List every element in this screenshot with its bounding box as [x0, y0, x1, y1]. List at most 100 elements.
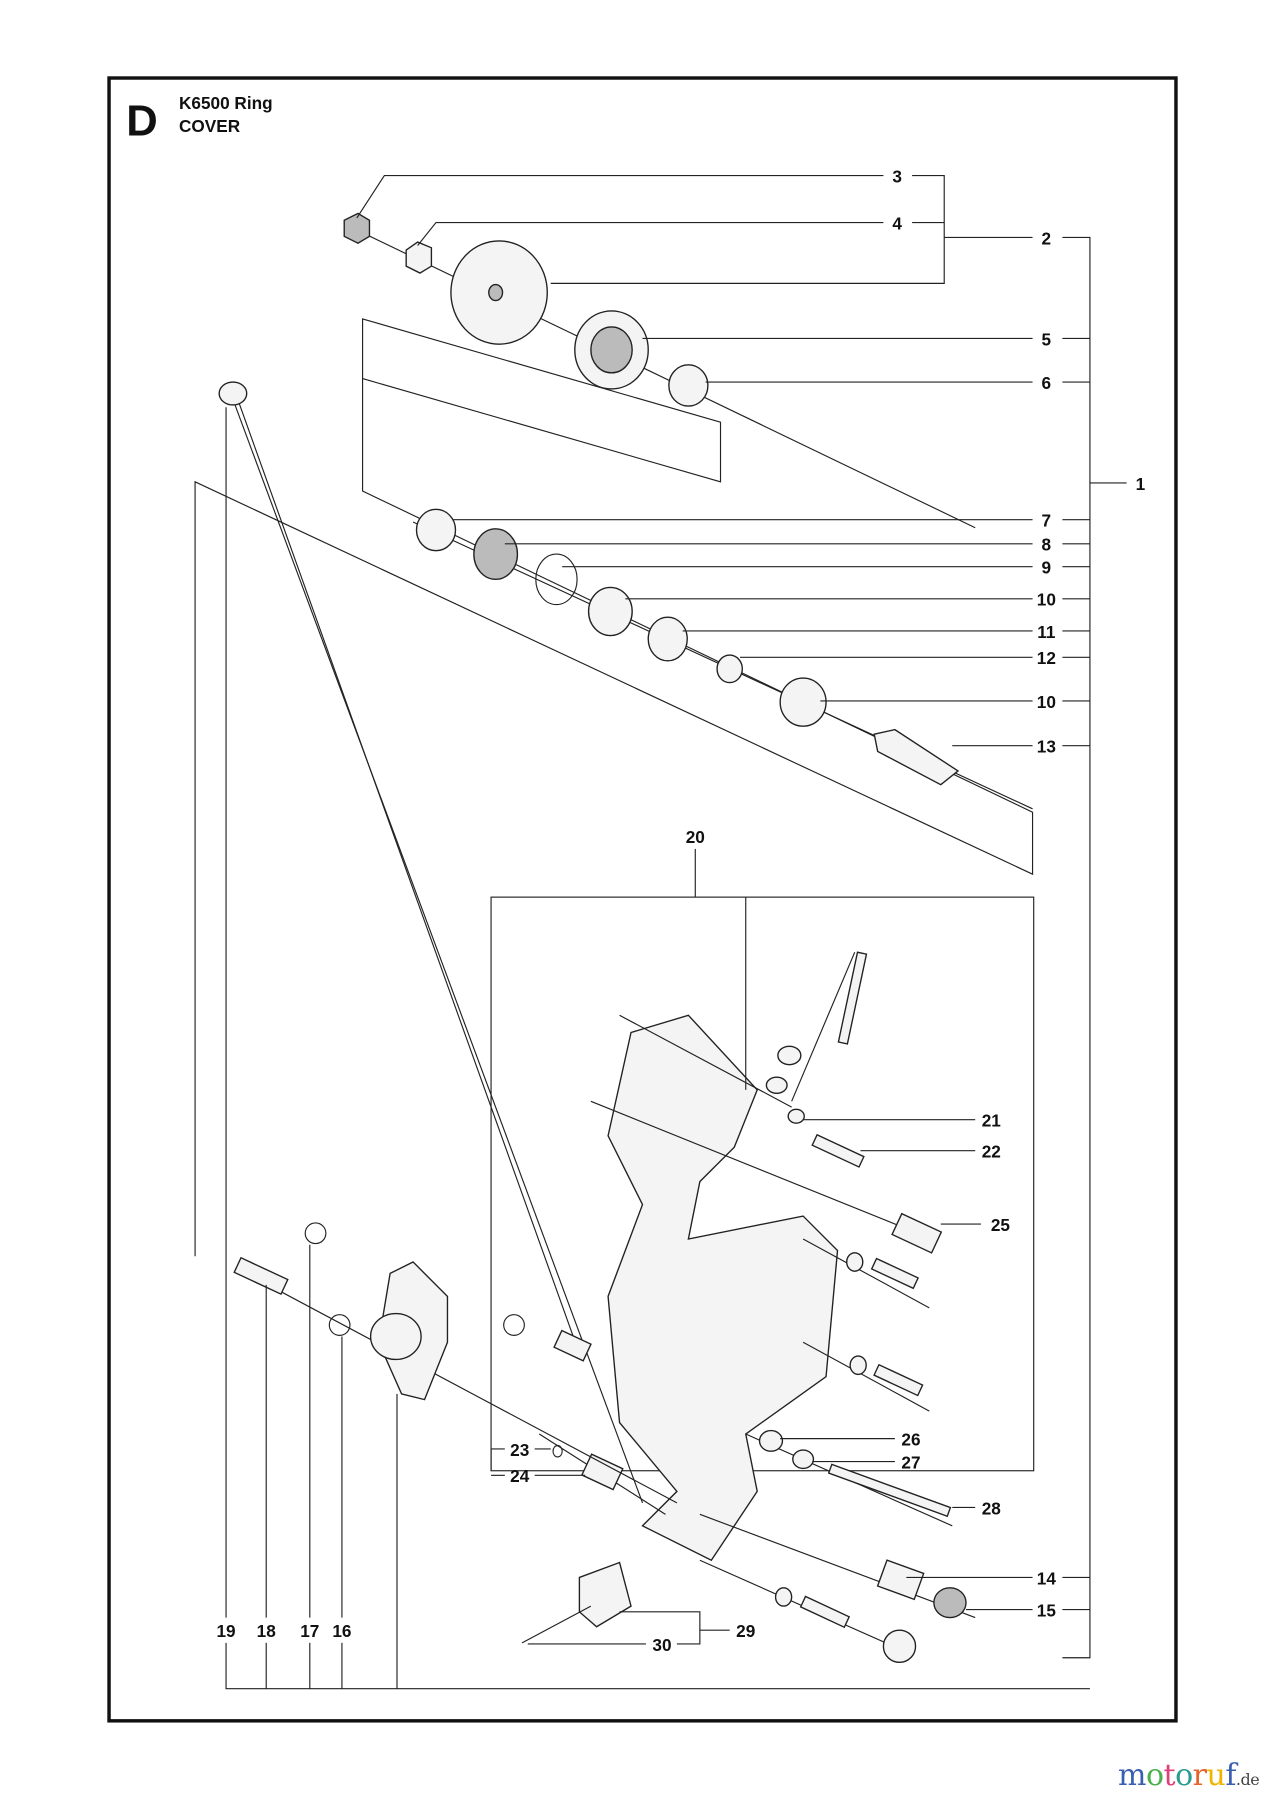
callout-14: 14 [1037, 1568, 1057, 1588]
screw-part [799, 1595, 851, 1629]
watermark-brand: motoruf [1118, 1758, 1236, 1793]
washer-part [774, 1587, 793, 1607]
watermark-logo: motoruf.de [1118, 1758, 1260, 1793]
bracket-ring [369, 1312, 422, 1361]
watermark-tld: .de [1235, 1770, 1260, 1789]
model-name: K6500 Ring [179, 93, 273, 113]
callout-22: 22 [982, 1142, 1001, 1162]
oring-part-17 [304, 1222, 327, 1245]
bolt-part-28 [827, 1463, 952, 1518]
oring-part-16 [328, 1314, 351, 1336]
axis-line [234, 392, 580, 1354]
sleeve-part [553, 1329, 592, 1362]
callout-10a: 10 [1037, 590, 1056, 610]
watermark-letter: o [1175, 1758, 1193, 1793]
bolt-part [837, 951, 868, 1045]
axis-line [802, 1238, 930, 1309]
callout-20: 20 [686, 827, 705, 847]
callout-4: 4 [892, 213, 902, 233]
assembly-outline-cover [490, 896, 1035, 1472]
callout-2: 2 [1042, 228, 1052, 248]
leader-lines [225, 174, 1127, 1690]
knob-part-15 [933, 1587, 967, 1619]
nut-part-14 [876, 1559, 925, 1601]
callout-15: 15 [1037, 1600, 1057, 1620]
axis-line [802, 1341, 930, 1412]
washer-part-6 [668, 364, 709, 407]
callout-12: 12 [1037, 648, 1056, 668]
callout-30: 30 [652, 1635, 671, 1655]
callout-27: 27 [901, 1452, 920, 1472]
bearing-inner [590, 326, 633, 374]
callout-29: 29 [736, 1621, 755, 1641]
pulley-hole [488, 283, 504, 302]
callout-24: 24 [510, 1466, 530, 1486]
screw-part [870, 1257, 920, 1290]
bearing-part-10 [587, 586, 633, 637]
axis-line [246, 1272, 678, 1504]
callout-7: 7 [1042, 511, 1052, 531]
diagram-frame [107, 76, 1178, 1723]
watermark-letter: r [1192, 1758, 1207, 1793]
bearing-part-10b [779, 677, 827, 727]
callout-28: 28 [982, 1498, 1002, 1518]
pin-part-19 [218, 381, 248, 406]
knob-part [882, 1629, 917, 1664]
washer-part [849, 1355, 867, 1376]
callout-18: 18 [257, 1621, 277, 1641]
callout-19: 19 [216, 1621, 235, 1641]
screw-part-22 [811, 1133, 865, 1168]
washer-part [765, 1076, 788, 1094]
callout-13: 13 [1037, 737, 1056, 757]
ring-part-11 [647, 616, 688, 662]
washer-part [777, 1045, 802, 1066]
callout-21: 21 [982, 1111, 1002, 1131]
nut-part-3 [343, 212, 371, 244]
callout-23: 23 [510, 1440, 529, 1460]
block-part-29 [578, 1561, 632, 1628]
axis-line [791, 951, 856, 1102]
callout-16: 16 [332, 1621, 351, 1641]
assembly-outline-shaft [194, 378, 1034, 1257]
callout-9: 9 [1042, 558, 1052, 578]
screw-part-18 [233, 1256, 289, 1296]
watermark-letter: f [1225, 1758, 1236, 1793]
nut-part-4 [405, 241, 433, 274]
seal-part-8 [473, 528, 519, 581]
callout-11: 11 [1037, 622, 1056, 642]
screw-part-25 [891, 1212, 943, 1254]
callout-1: 1 [1136, 474, 1146, 494]
callout-8: 8 [1042, 535, 1052, 555]
washer-part-26 [758, 1429, 784, 1452]
axis-line [228, 389, 644, 1504]
oring-part [503, 1314, 525, 1336]
sleeve-part-24 [580, 1453, 624, 1491]
shaft-part-13 [873, 728, 960, 786]
oring-part-23 [552, 1444, 563, 1458]
callout-6: 6 [1042, 373, 1052, 393]
callout-26: 26 [901, 1430, 920, 1450]
watermark-letter: m [1118, 1758, 1146, 1793]
callout-25: 25 [991, 1215, 1011, 1235]
screw-part-30 [521, 1605, 592, 1644]
callout-3: 3 [892, 166, 902, 186]
callout-17: 17 [300, 1621, 319, 1641]
ring-part-7 [415, 508, 457, 552]
spacer-part-12 [716, 654, 743, 684]
washer-part-27 [792, 1449, 815, 1470]
diagram-title: COVER [179, 116, 241, 136]
watermark-letter: u [1206, 1758, 1226, 1793]
watermark-letter: t [1163, 1758, 1176, 1793]
callout-10b: 10 [1037, 692, 1056, 712]
axis-line [699, 1513, 976, 1619]
section-letter: D [126, 97, 157, 145]
screw-part [873, 1363, 924, 1397]
washer-part-21 [787, 1108, 805, 1124]
circlip-part-9 [535, 553, 578, 606]
axis-line [619, 1014, 792, 1108]
axis-line [590, 1100, 919, 1234]
watermark-letter: o [1145, 1758, 1164, 1793]
callout-5: 5 [1042, 329, 1052, 349]
washer-part [846, 1252, 864, 1272]
